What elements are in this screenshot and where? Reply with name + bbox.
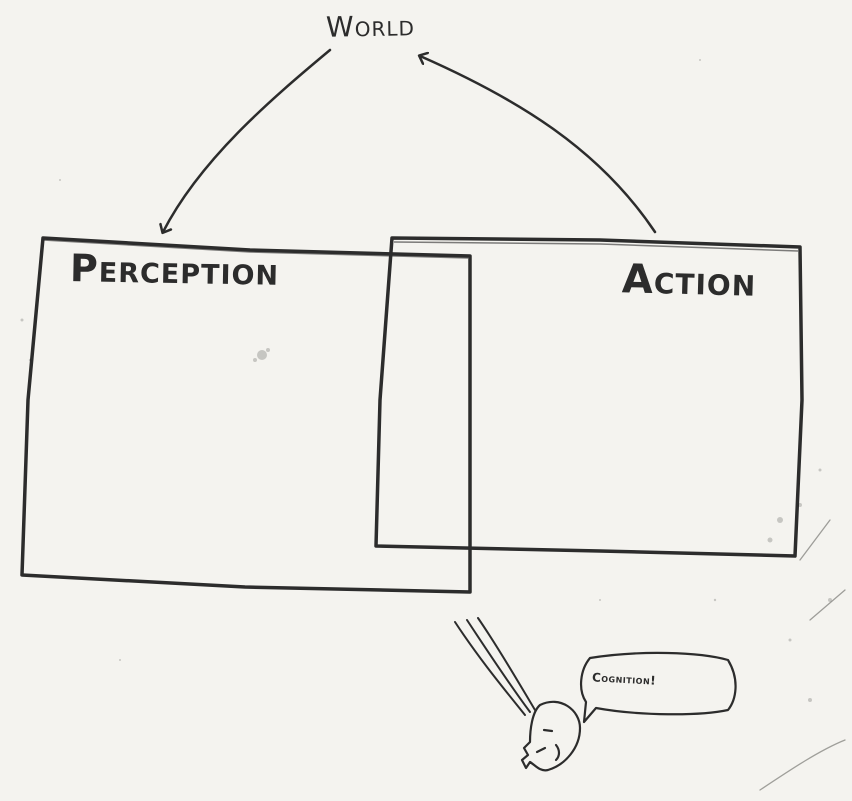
arrow-world-to-perception xyxy=(163,48,332,232)
thought-lines xyxy=(454,617,536,716)
corner-scratches xyxy=(759,519,846,791)
world-label: World xyxy=(325,9,416,44)
perception-box xyxy=(20,236,472,594)
head-figure xyxy=(520,700,582,772)
arrow-action-to-world xyxy=(420,56,657,234)
action-label: Action xyxy=(621,256,757,306)
paper-texture xyxy=(20,59,832,702)
perception-label: Perception xyxy=(69,246,280,294)
cognition-bubble xyxy=(580,651,737,724)
action-box xyxy=(374,236,804,558)
